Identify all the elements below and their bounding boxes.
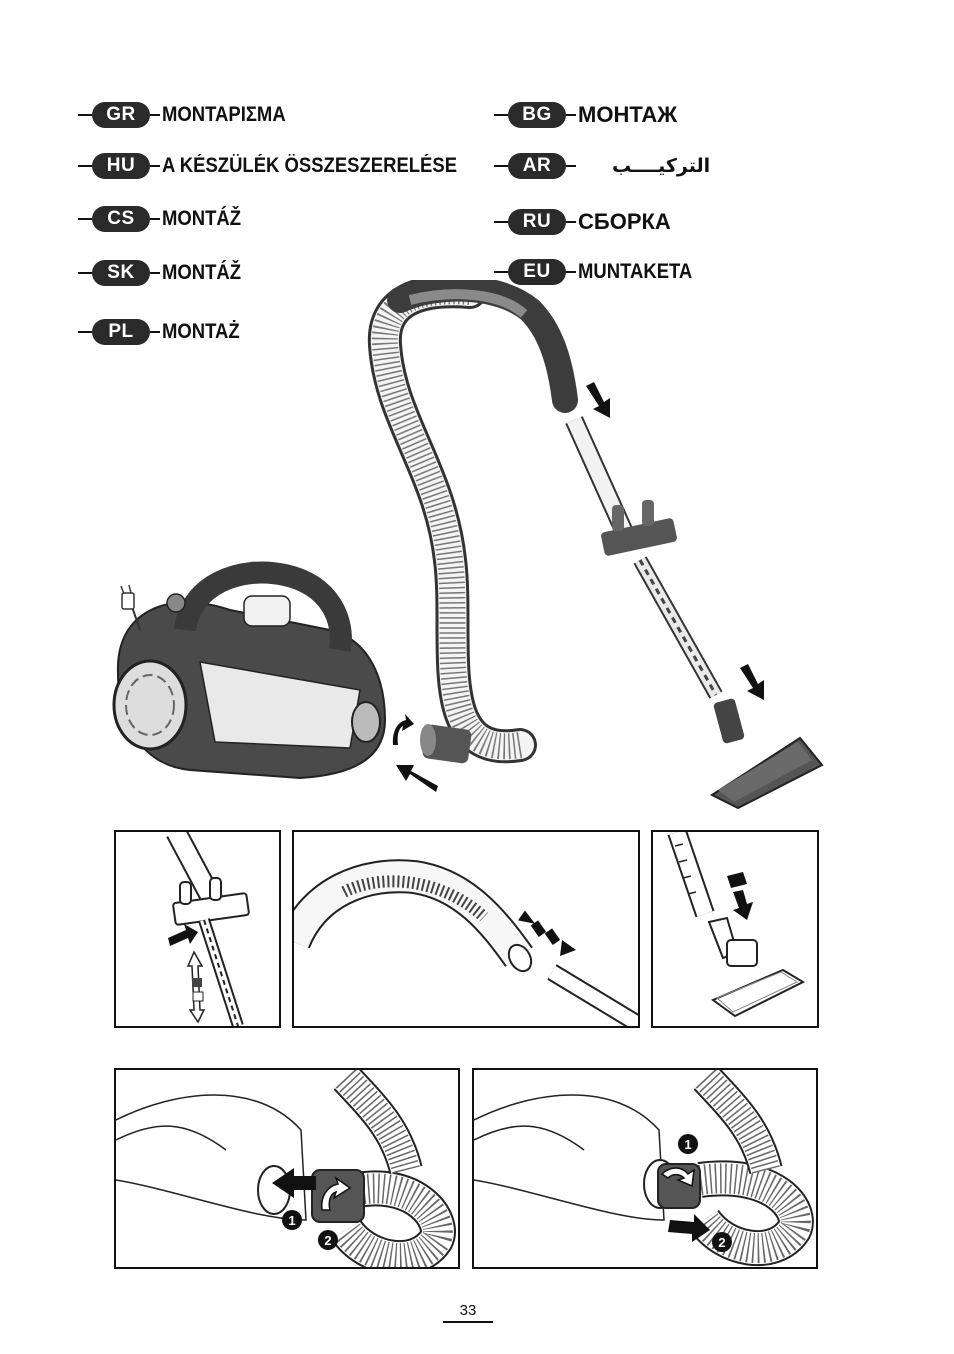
- lang-heading-cs: CS MONTÁŽ: [78, 205, 252, 233]
- detail-panel-tube-clip: [114, 830, 281, 1028]
- step-marker-1: 1: [678, 1134, 698, 1154]
- lang-heading-pl: PL MONTAŻ: [78, 318, 250, 346]
- detail-panel-hose-disconnect: 1 2: [472, 1068, 818, 1269]
- hose-connector: [420, 724, 472, 764]
- step-marker-2: 2: [712, 1232, 732, 1252]
- down-arrow-icon: [740, 664, 764, 700]
- rotate-arrow-icon: [660, 1167, 695, 1188]
- main-assembly-illustration: [112, 280, 824, 810]
- lang-code-badge: CS: [92, 206, 150, 232]
- rotate-arrow-icon: [392, 714, 414, 745]
- detail-panel-hose-connect: 1 2: [114, 1068, 460, 1269]
- lang-title: MONTÁŽ: [162, 207, 242, 230]
- insert-arrow-icon: [272, 1168, 316, 1198]
- lang-code-badge: PL: [92, 319, 150, 345]
- lang-heading-ru: RU СБОРКА: [494, 208, 671, 236]
- down-arrow-icon: [727, 872, 753, 920]
- lang-title: A KÉSZÜLÉK ÖSSZESZERELÉSE: [162, 154, 458, 177]
- rotate-arrow-icon: [320, 1176, 352, 1211]
- lang-heading-bg: BG МОНТАЖ: [494, 101, 677, 129]
- step-marker-1: 1: [282, 1210, 302, 1230]
- vacuum-cleaner-body: [112, 561, 387, 780]
- lang-code-badge: EU: [508, 259, 566, 285]
- lang-title: MONTÁŽ: [162, 261, 242, 284]
- lang-heading-ar: AR التركيــــب: [494, 152, 710, 180]
- tube-clip: [601, 500, 677, 556]
- insert-arrow-icon: [396, 765, 438, 792]
- lang-title: MUNTAKETA: [578, 260, 693, 283]
- lang-code-badge: GR: [92, 102, 150, 128]
- page-number-underline: [443, 1321, 493, 1323]
- detail-panel-nozzle: [651, 830, 819, 1028]
- lang-code-badge: BG: [508, 102, 566, 128]
- lang-code-badge: RU: [508, 209, 566, 235]
- hose-inlet: [351, 701, 381, 743]
- lang-heading-hu: HU A KÉSZÜLÉK ÖSSZESZERELÉSE: [78, 152, 497, 180]
- page-number: 33: [459, 1302, 477, 1319]
- lang-title: СБОРКА: [578, 209, 671, 234]
- lang-title: التركيــــب: [612, 155, 711, 177]
- telescopic-adjust-arrow-icon: [186, 950, 206, 1024]
- press-arrow-icon: [168, 924, 198, 946]
- lang-title: МОНТАЖ: [578, 102, 678, 127]
- power-plug-icon: [120, 584, 141, 631]
- lang-title: ΜΟΝΤΑΡΙΣΜΑ: [162, 103, 286, 126]
- lang-heading-sk: SK MONTÁŽ: [78, 259, 252, 287]
- lang-code-badge: HU: [92, 153, 150, 179]
- detail-panel-handle-tube: [292, 830, 640, 1028]
- lang-code-badge: AR: [508, 153, 566, 179]
- pull-arrow-icon: [668, 1214, 710, 1242]
- lang-heading-gr: GR ΜΟΝΤΑΡΙΣΜΑ: [78, 101, 303, 129]
- slide-arrows-icon: [518, 910, 576, 956]
- floor-nozzle: [709, 698, 824, 810]
- lang-code-badge: SK: [92, 260, 150, 286]
- hose-handle: [387, 280, 578, 413]
- lang-title: MONTAŻ: [162, 320, 240, 343]
- down-arrow-icon: [586, 382, 610, 418]
- lang-heading-eu: EU MUNTAKETA: [494, 258, 708, 286]
- step-marker-2: 2: [318, 1230, 338, 1250]
- wheel: [112, 659, 188, 751]
